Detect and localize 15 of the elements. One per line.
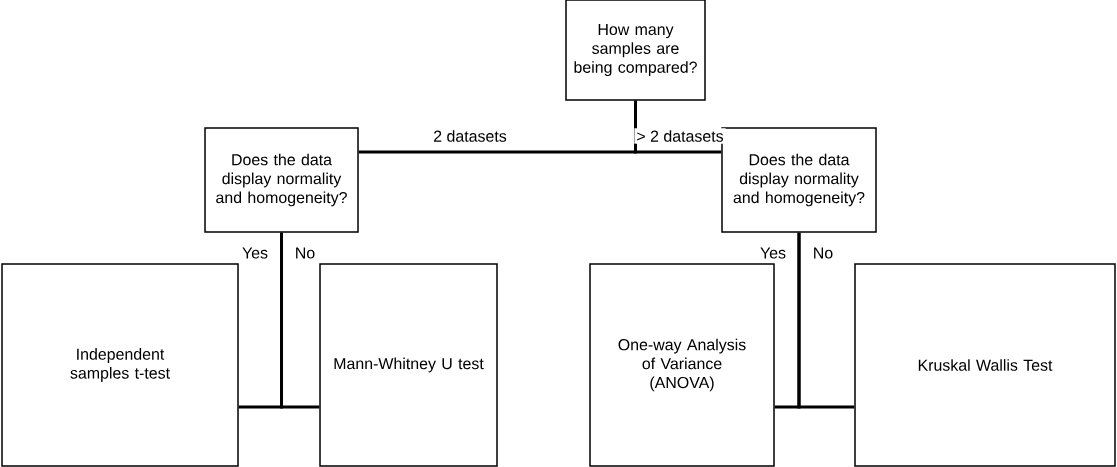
result-box: Kruskal Wallis Test (854, 263, 1116, 467)
connector-line (797, 232, 855, 409)
result-box: Independent samples t-test (1, 263, 239, 467)
edge-label: Yes (240, 245, 270, 261)
result-box: One-way Analysis of Variance (ANOVA) (589, 263, 775, 467)
decision-box: How many samples are being compared? (565, 0, 706, 101)
result-box: Mann-Whitney U test (319, 263, 498, 467)
decision-box: Does the data display normality and homogeneity? (204, 127, 359, 233)
edge-label: > 2 datasets (634, 128, 726, 144)
connector-line (634, 100, 722, 154)
edge-label: No (810, 245, 836, 261)
edge-label: 2 datasets (431, 128, 509, 144)
edge-label: No (292, 245, 318, 261)
edge-label: Yes (758, 245, 788, 261)
connector-line (280, 232, 320, 409)
